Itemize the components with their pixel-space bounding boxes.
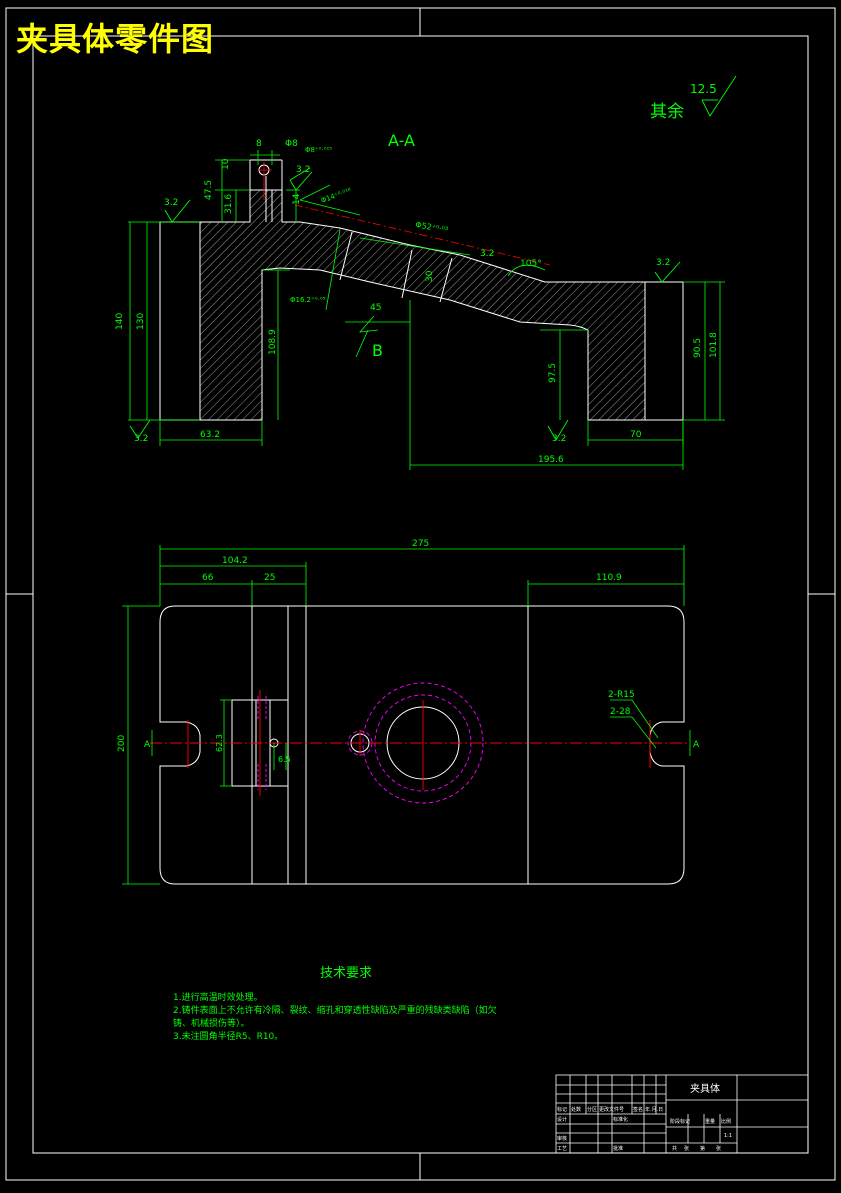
dim-90.5: 90.5 [693, 338, 703, 358]
tb-label-sheets: 张 [684, 1145, 689, 1152]
roughness-3.2-b: 3.2 [164, 198, 178, 208]
tech-note-2-cont: 铸、机械损伤等）。 [173, 1017, 250, 1029]
tb-label-scale: 比例 [721, 1118, 731, 1125]
tech-title: 技术要求 [320, 966, 372, 981]
tb-label-date: 年.月.日 [645, 1106, 663, 1113]
callout-2-R15: 2-R15 [608, 690, 635, 700]
dim-104.2: 104.2 [222, 556, 248, 566]
dim-10: 10 [221, 158, 231, 170]
tb-label-review: 审核 [557, 1135, 567, 1142]
sheet-frame [5, 7, 836, 1181]
rest-roughness-value: 12.5 [690, 82, 717, 96]
dim-130: 130 [136, 313, 146, 330]
tech-note-3: 3.未注圆角半径R5、R10。 [173, 1030, 283, 1042]
tb-label-no: 第 [700, 1145, 705, 1152]
dim-45: 45 [370, 303, 381, 313]
tb-label-standard: 标准化 [613, 1116, 628, 1123]
roughness-3.2-f: 3.2 [480, 249, 494, 259]
dim-66: 66 [202, 573, 214, 583]
section-view: 8 Φ8 Φ8⁺⁰·⁰¹⁵ 3.2 3.2 3.2 3.2 3.2 3.2 47… [115, 75, 737, 470]
dim-angle-105: 105° [520, 259, 542, 269]
dim-31.6: 31.6 [224, 194, 234, 214]
tb-label-zone: 分区 [587, 1106, 597, 1113]
roughness-3.2-d: 3.2 [552, 434, 566, 444]
tb-scale-value: 1:1 [724, 1133, 732, 1139]
dim-140: 140 [115, 313, 125, 330]
section-marker-a-left: A [144, 740, 151, 750]
dim-108.9: 108.9 [268, 329, 278, 355]
tb-label-count: 处数 [571, 1106, 581, 1113]
tb-label-weight: 重量 [705, 1118, 715, 1125]
tb-label-total: 共 [672, 1145, 677, 1152]
dim-phi16.2: Φ16.2⁺⁰·⁰⁵ [290, 296, 326, 304]
dim-101.8: 101.8 [709, 332, 719, 358]
roughness-3.2-e: 3.2 [656, 258, 670, 268]
dim-200: 200 [117, 735, 127, 752]
plan-view: 275 104.2 66 25 110.9 200 62.3 6.5 2-R15… [117, 539, 700, 885]
section-body-hatch [199, 189, 646, 421]
dim-63.2: 63.2 [200, 430, 220, 440]
dim-phi8-tol: Φ8⁺⁰·⁰¹⁵ [305, 146, 332, 154]
section-label: A-A [388, 131, 415, 150]
title-block: 标记 处数 分区 更改文件号 签名 年.月.日 设计 标准化 阶段标记 重量 比… [555, 1074, 809, 1154]
dim-phi14: Φ14⁺⁰·⁰¹⁸ [320, 187, 353, 205]
tb-label-mark: 标记 [557, 1106, 567, 1113]
view-b-label: B [372, 341, 383, 360]
dim-97.5: 97.5 [548, 363, 558, 383]
tb-label-process: 工艺 [557, 1146, 567, 1152]
tb-label-sign: 签名 [633, 1106, 643, 1113]
dim-30: 30 [425, 270, 435, 282]
roughness-symbols [129, 75, 737, 441]
section-marker-a-right: A [693, 740, 700, 750]
dim-195.6: 195.6 [538, 455, 564, 465]
dim-6.5: 6.5 [278, 755, 291, 764]
tb-label-sheet: 张 [716, 1145, 721, 1152]
dim-phi52: Φ52⁺⁰·⁰³ [415, 220, 449, 235]
tech-note-1: 1.进行高温时效处理。 [173, 991, 263, 1003]
tb-drawing-name: 夹具体 [690, 1082, 720, 1095]
callout-2-28: 2-28 [610, 707, 631, 717]
tech-note-2: 2.铸件表面上不允许有冷隔、裂纹、缩孔和穿透性缺陷及严重的残缺类缺陷（如欠 [173, 1004, 497, 1016]
roughness-3.2-c: 3.2 [134, 434, 148, 444]
tb-label-change-doc: 更改文件号 [599, 1106, 624, 1113]
rest-roughness-text: 其余 [650, 102, 684, 122]
roughness-3.2-a: 3.2 [296, 165, 310, 175]
dim-25: 25 [264, 573, 275, 583]
dim-62.3: 62.3 [215, 734, 224, 752]
tb-label-stage: 阶段标记 [670, 1118, 690, 1125]
tb-label-design: 设计 [557, 1116, 567, 1123]
dim-275: 275 [412, 539, 429, 549]
technical-requirements: 技术要求 1.进行高温时效处理。 2.铸件表面上不允许有冷隔、裂纹、缩孔和穿透性… [173, 966, 497, 1042]
dim-14: 14 [292, 193, 302, 205]
dim-110.9: 110.9 [596, 573, 622, 583]
dim-phi8: Φ8 [285, 139, 298, 149]
dim-70: 70 [630, 430, 642, 440]
tb-label-approve: 批准 [613, 1145, 623, 1152]
drawing-title: 夹具体零件图 [16, 20, 215, 58]
dim-47.5: 47.5 [204, 180, 214, 200]
dim-8: 8 [256, 139, 262, 149]
